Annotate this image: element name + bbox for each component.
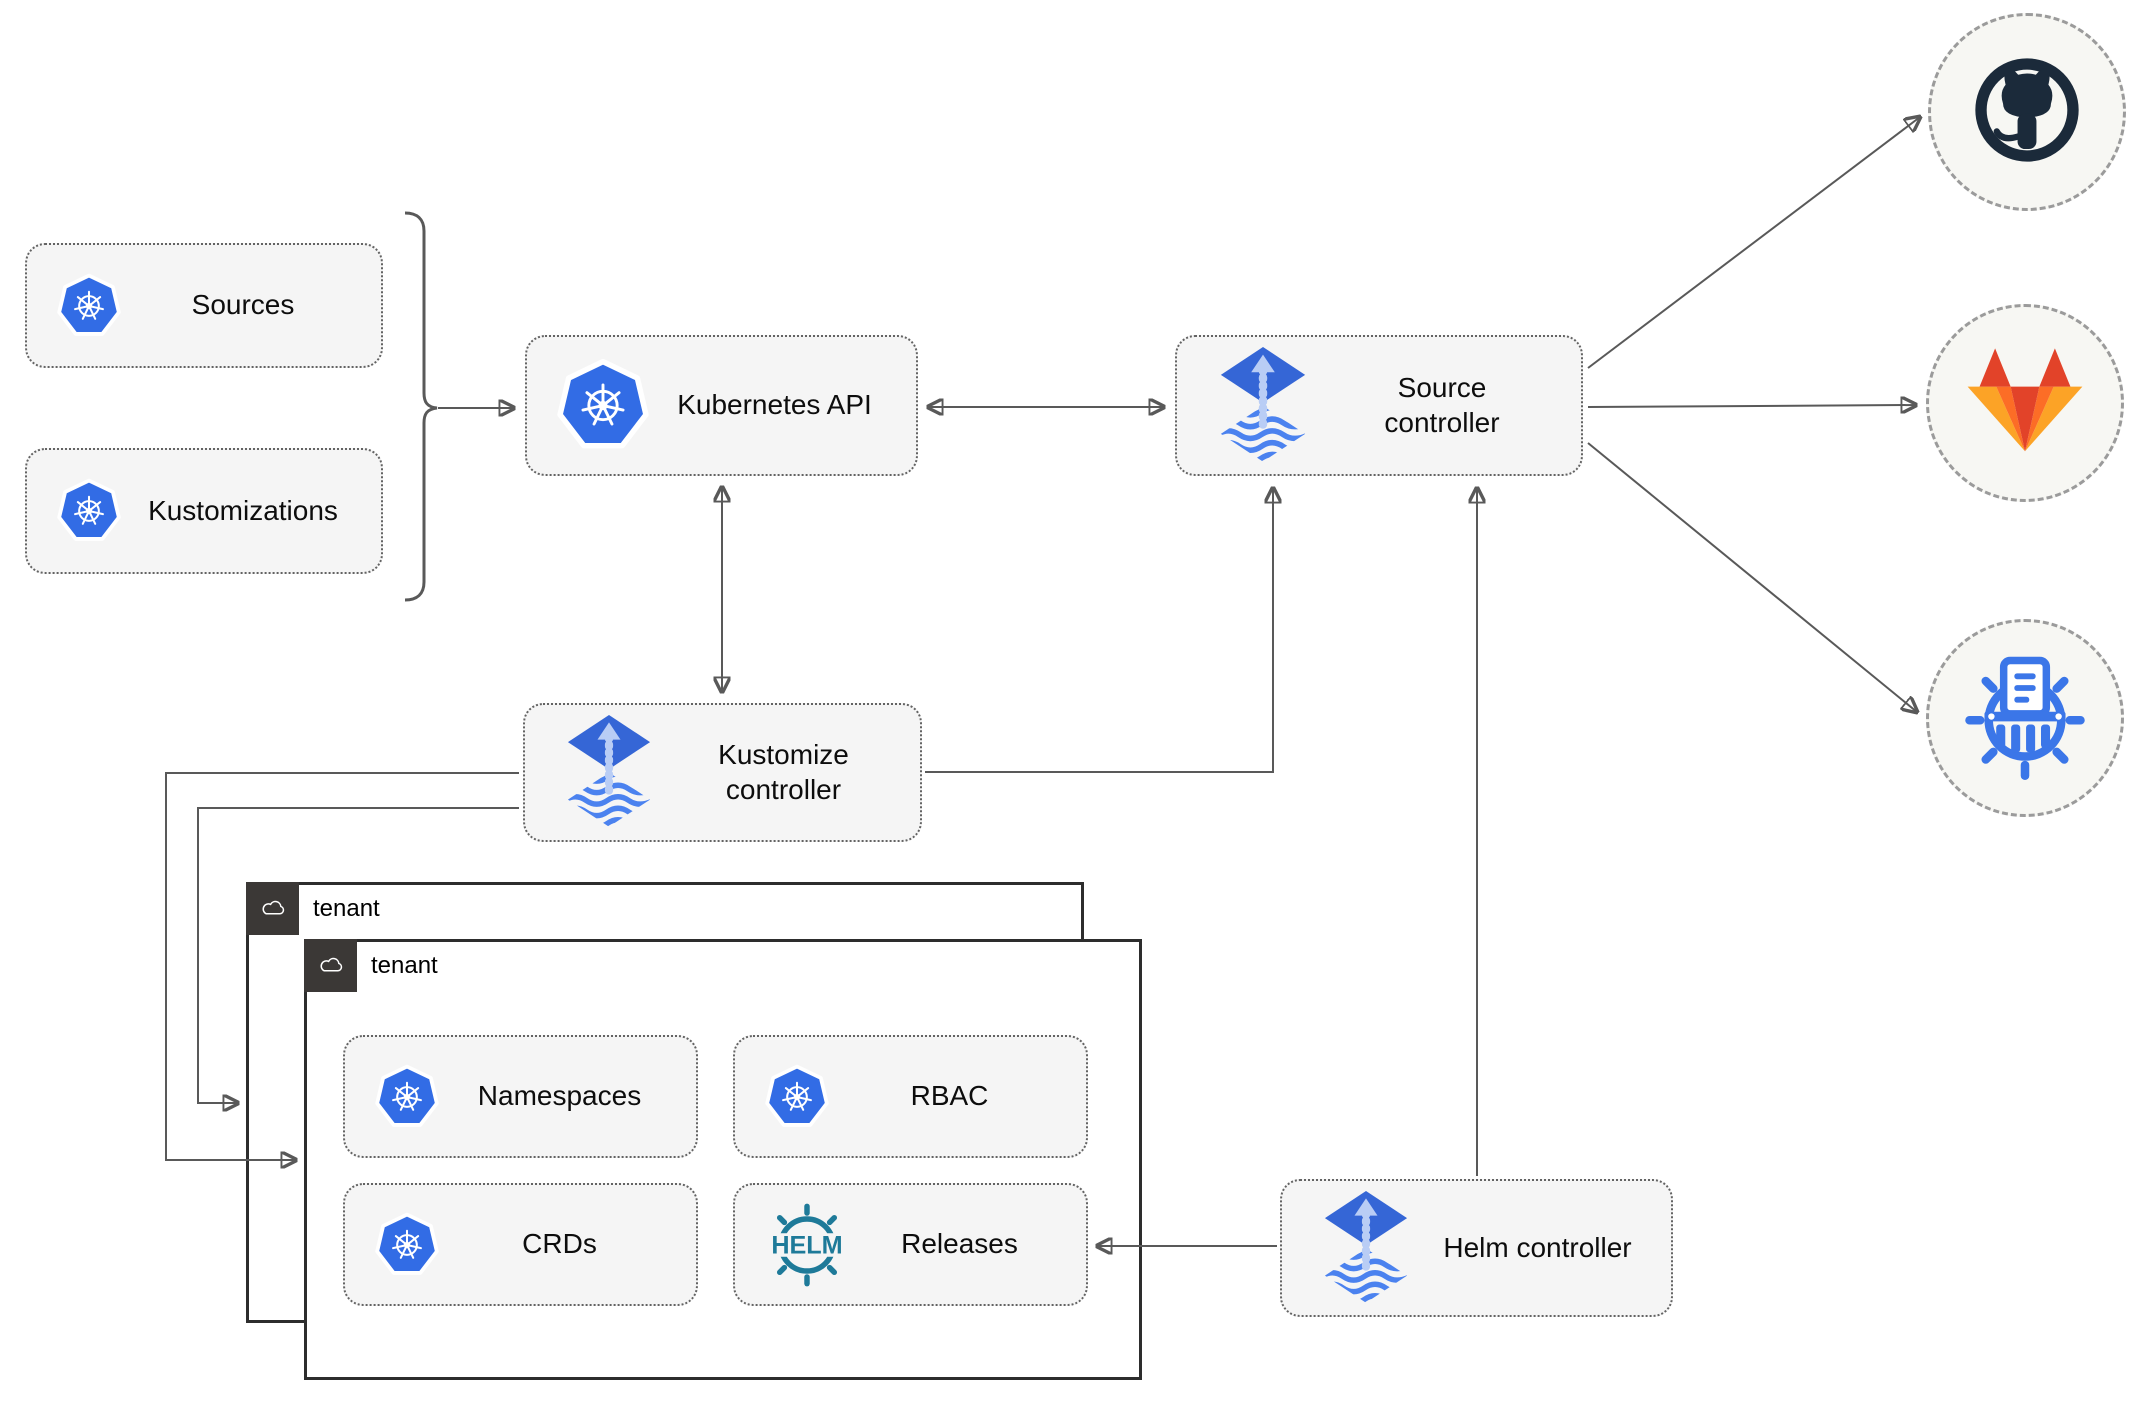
node-label: Kustomizations [148, 494, 338, 526]
node-label: Releases [901, 1228, 1018, 1260]
connector-source-controller-to-gitlab [1587, 405, 1916, 407]
kubernetes-icon [57, 273, 121, 339]
cloud-icon [304, 939, 357, 992]
helm-logo-text: HELM [771, 1231, 842, 1259]
node-label: CRDs [522, 1228, 597, 1260]
cloud-icon [246, 882, 299, 935]
endpoint-gitlab [1926, 304, 2124, 502]
kubernetes-icon [375, 1064, 439, 1130]
helm-icon: HELM [765, 1203, 849, 1287]
node-crds: CRDs [343, 1183, 698, 1306]
flux-icon [1312, 1191, 1420, 1306]
node-releases: HELM Releases [733, 1183, 1088, 1306]
connector-kustomize-to-source-controller [925, 488, 1273, 773]
endpoint-github [1928, 13, 2126, 211]
github-icon [1964, 47, 2090, 178]
gitlab-icon [1965, 346, 2085, 461]
node-helm-controller: Helm controller [1280, 1179, 1673, 1317]
node-label: Kustomize controller [718, 739, 849, 805]
node-label: RBAC [910, 1080, 989, 1112]
kubernetes-icon [765, 1064, 829, 1130]
node-sources: Sources [25, 243, 383, 368]
flux-icon [1207, 347, 1319, 465]
flux-icon [555, 715, 663, 830]
connector-source-controller-to-helm-repository [1587, 442, 1917, 712]
brace-sources-group [404, 211, 438, 602]
kubernetes-icon [375, 1212, 439, 1278]
tenant-label: tenant [371, 951, 438, 979]
connector-source-controller-to-github [1587, 117, 1920, 369]
node-label: Source controller [1384, 372, 1500, 438]
node-kustomizations: Kustomizations [25, 448, 383, 574]
node-label: Sources [191, 289, 295, 321]
node-kubernetes-api: Kubernetes API [525, 335, 918, 476]
kubernetes-icon [57, 478, 121, 544]
kubernetes-icon [557, 358, 649, 453]
helm-repository-icon [1961, 652, 2089, 785]
node-namespaces: Namespaces [343, 1035, 698, 1158]
node-source-controller: Source controller [1175, 335, 1583, 476]
node-rbac: RBAC [733, 1035, 1088, 1158]
node-label: Kubernetes API [677, 389, 872, 421]
node-kustomize-controller: Kustomize controller [523, 703, 922, 842]
endpoint-helm-repository [1926, 619, 2124, 817]
node-label: Helm controller [1443, 1231, 1632, 1263]
node-label: Namespaces [477, 1080, 642, 1112]
tenant-container-front: tenant [304, 939, 1142, 1380]
tenant-label: tenant [313, 894, 380, 922]
